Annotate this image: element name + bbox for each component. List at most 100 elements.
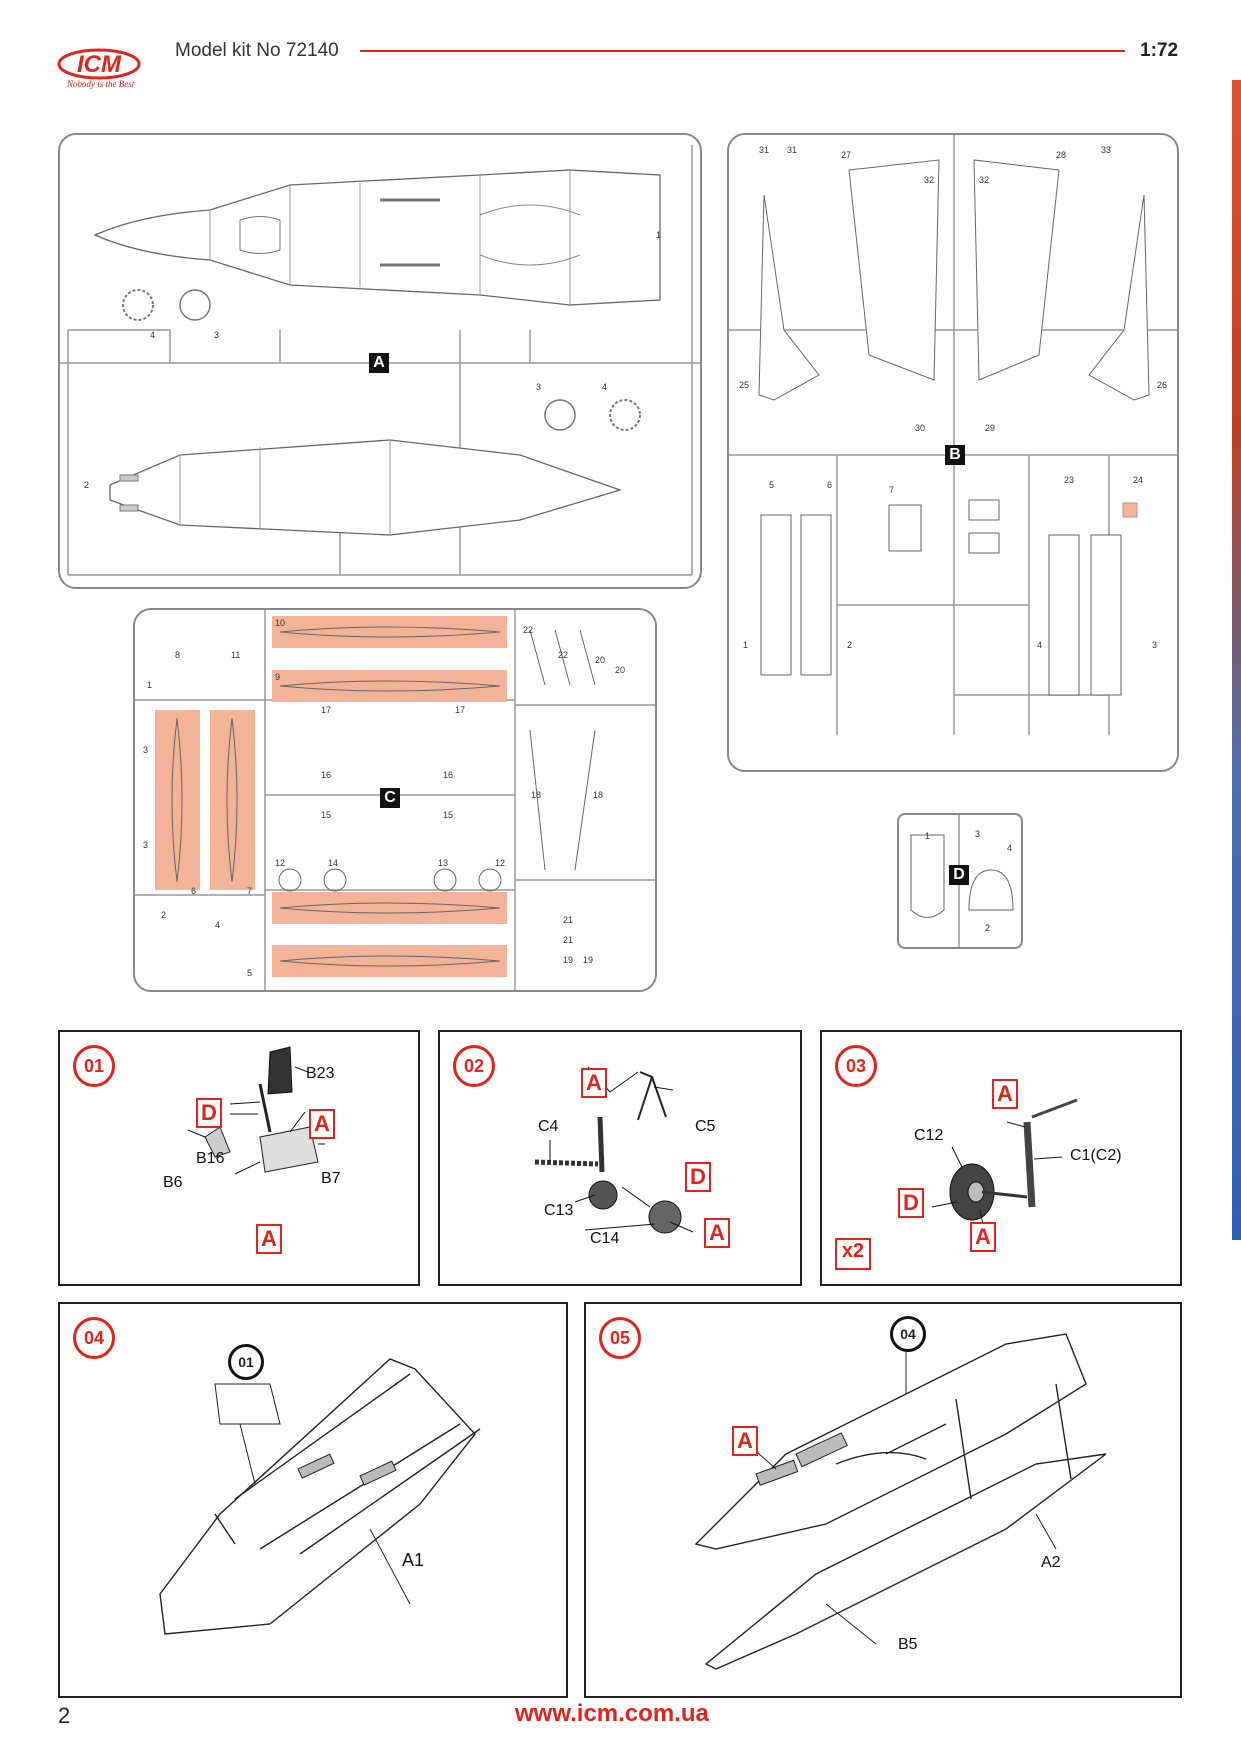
- sprue-d: 1 3 4 2 D: [897, 813, 1023, 949]
- part-callout: C1(C2): [1070, 1147, 1122, 1164]
- part-num: 1: [925, 831, 931, 841]
- part-num: 1: [147, 680, 153, 690]
- part-num: 25: [739, 380, 750, 390]
- part-num: 6: [827, 480, 833, 490]
- part-num: 7: [889, 485, 895, 495]
- paint-ref-box: D: [196, 1098, 222, 1128]
- step-number: 01: [73, 1045, 115, 1087]
- part-num: 30: [915, 423, 926, 433]
- part-num: 2: [84, 480, 90, 490]
- part-num: 16: [443, 770, 454, 780]
- part-num: 17: [455, 705, 466, 715]
- part-num: 32: [979, 175, 990, 185]
- part-num: 3: [975, 829, 981, 839]
- part-callout: B7: [321, 1170, 341, 1187]
- part-num: 1: [743, 640, 749, 650]
- paint-ref-box: A: [992, 1079, 1018, 1109]
- scale-label: 1:72: [1140, 40, 1179, 61]
- part-num: 3: [536, 382, 542, 392]
- part-num: 2: [161, 910, 167, 920]
- part-num: 4: [215, 920, 221, 930]
- part-num: 23: [1064, 475, 1075, 485]
- part-num: 15: [321, 810, 332, 820]
- part-num: 31: [759, 145, 770, 155]
- sprue-a-drawing: [60, 145, 700, 576]
- paint-ref-box: A: [704, 1218, 730, 1248]
- sprue-c: 10 9 17 17 16 16 15 15 12 14 13 12 3 3 6…: [133, 608, 657, 992]
- page-number: 2: [58, 1703, 71, 1728]
- part-num: 33: [1101, 145, 1112, 155]
- paint-ref-box: D: [685, 1162, 711, 1192]
- part-num: 12: [495, 858, 506, 868]
- sprue-d-label: D: [949, 865, 969, 885]
- part-num: 19: [583, 955, 594, 965]
- part-num: 12: [275, 858, 286, 868]
- part-num: 7: [247, 886, 253, 896]
- icm-logo: ICM Nobody is the Best: [57, 44, 167, 90]
- part-callout: A2: [1041, 1554, 1061, 1571]
- part-num: 26: [1157, 380, 1168, 390]
- substep-badge: 04: [890, 1316, 926, 1352]
- part-callout: B16: [196, 1150, 225, 1167]
- part-num: 22: [558, 650, 569, 660]
- part-num: 4: [1007, 843, 1013, 853]
- website-link[interactable]: www.icm.com.ua: [515, 1700, 709, 1727]
- part-callout: C5: [695, 1118, 716, 1135]
- part-num: 8: [175, 650, 181, 660]
- header-rule: [360, 50, 1125, 52]
- part-num: 10: [275, 618, 286, 628]
- quantity-badge: x2: [835, 1238, 871, 1270]
- part-callout: A1: [402, 1550, 425, 1570]
- step-01-drawing: [187, 1046, 325, 1175]
- part-num: 11: [231, 650, 241, 660]
- step-05: 05 04 A A2 B5: [584, 1302, 1182, 1698]
- sprue-a: 1 2 4 3 3 4 A: [58, 133, 702, 589]
- part-num: 29: [985, 423, 996, 433]
- part-num: 18: [593, 790, 604, 800]
- sprue-b-label: B: [945, 445, 965, 465]
- svg-text:ICM: ICM: [77, 51, 122, 78]
- part-num: 2: [847, 640, 853, 650]
- step-02: 02 C4 C5 C13 C14 A D A: [438, 1030, 802, 1286]
- step-03-drawing: [931, 1098, 1078, 1230]
- part-num: 21: [563, 935, 574, 945]
- part-num: 17: [321, 705, 332, 715]
- sprue-c-drawing: [135, 610, 655, 990]
- part-num: 5: [769, 480, 775, 490]
- step-04: 04 01 A1: [58, 1302, 568, 1698]
- part-callout: B6: [163, 1174, 183, 1191]
- step-number: 02: [453, 1045, 495, 1087]
- part-num: 18: [531, 790, 542, 800]
- part-num: 14: [328, 858, 339, 868]
- part-num: 3: [1152, 640, 1158, 650]
- part-num: 27: [841, 150, 852, 160]
- part-num: 31: [787, 145, 798, 155]
- part-num: 32: [924, 175, 935, 185]
- part-num: 3: [214, 330, 220, 340]
- step-05-drawing: [694, 1333, 1107, 1670]
- part-num: 19: [563, 955, 574, 965]
- part-num: 9: [275, 672, 281, 682]
- part-num: 13: [438, 858, 449, 868]
- svg-text:Nobody is the Best: Nobody is the Best: [66, 79, 135, 89]
- paint-ref-box: A: [732, 1426, 758, 1456]
- step-02-drawing: [534, 1066, 694, 1234]
- paint-ref-box: A: [309, 1109, 335, 1139]
- paint-ref-box: A: [970, 1222, 996, 1252]
- part-num: 4: [150, 330, 156, 340]
- paint-ref-box: A: [581, 1068, 607, 1098]
- part-num: 4: [602, 382, 608, 392]
- part-num: 15: [443, 810, 454, 820]
- part-num: 20: [615, 665, 626, 675]
- kit-title: Model kit No 72140: [175, 40, 339, 61]
- step-number: 04: [73, 1317, 115, 1359]
- part-num: 20: [595, 655, 606, 665]
- step-01: 01 B23 B16 B6 B7 D A A: [58, 1030, 420, 1286]
- part-callout: C4: [538, 1118, 559, 1135]
- part-num: 21: [563, 915, 574, 925]
- step-number: 03: [835, 1045, 877, 1087]
- sprue-d-drawing: [910, 815, 1014, 947]
- part-callout: C14: [590, 1230, 620, 1247]
- part-callout: C13: [544, 1202, 574, 1219]
- part-callout: B5: [898, 1636, 918, 1653]
